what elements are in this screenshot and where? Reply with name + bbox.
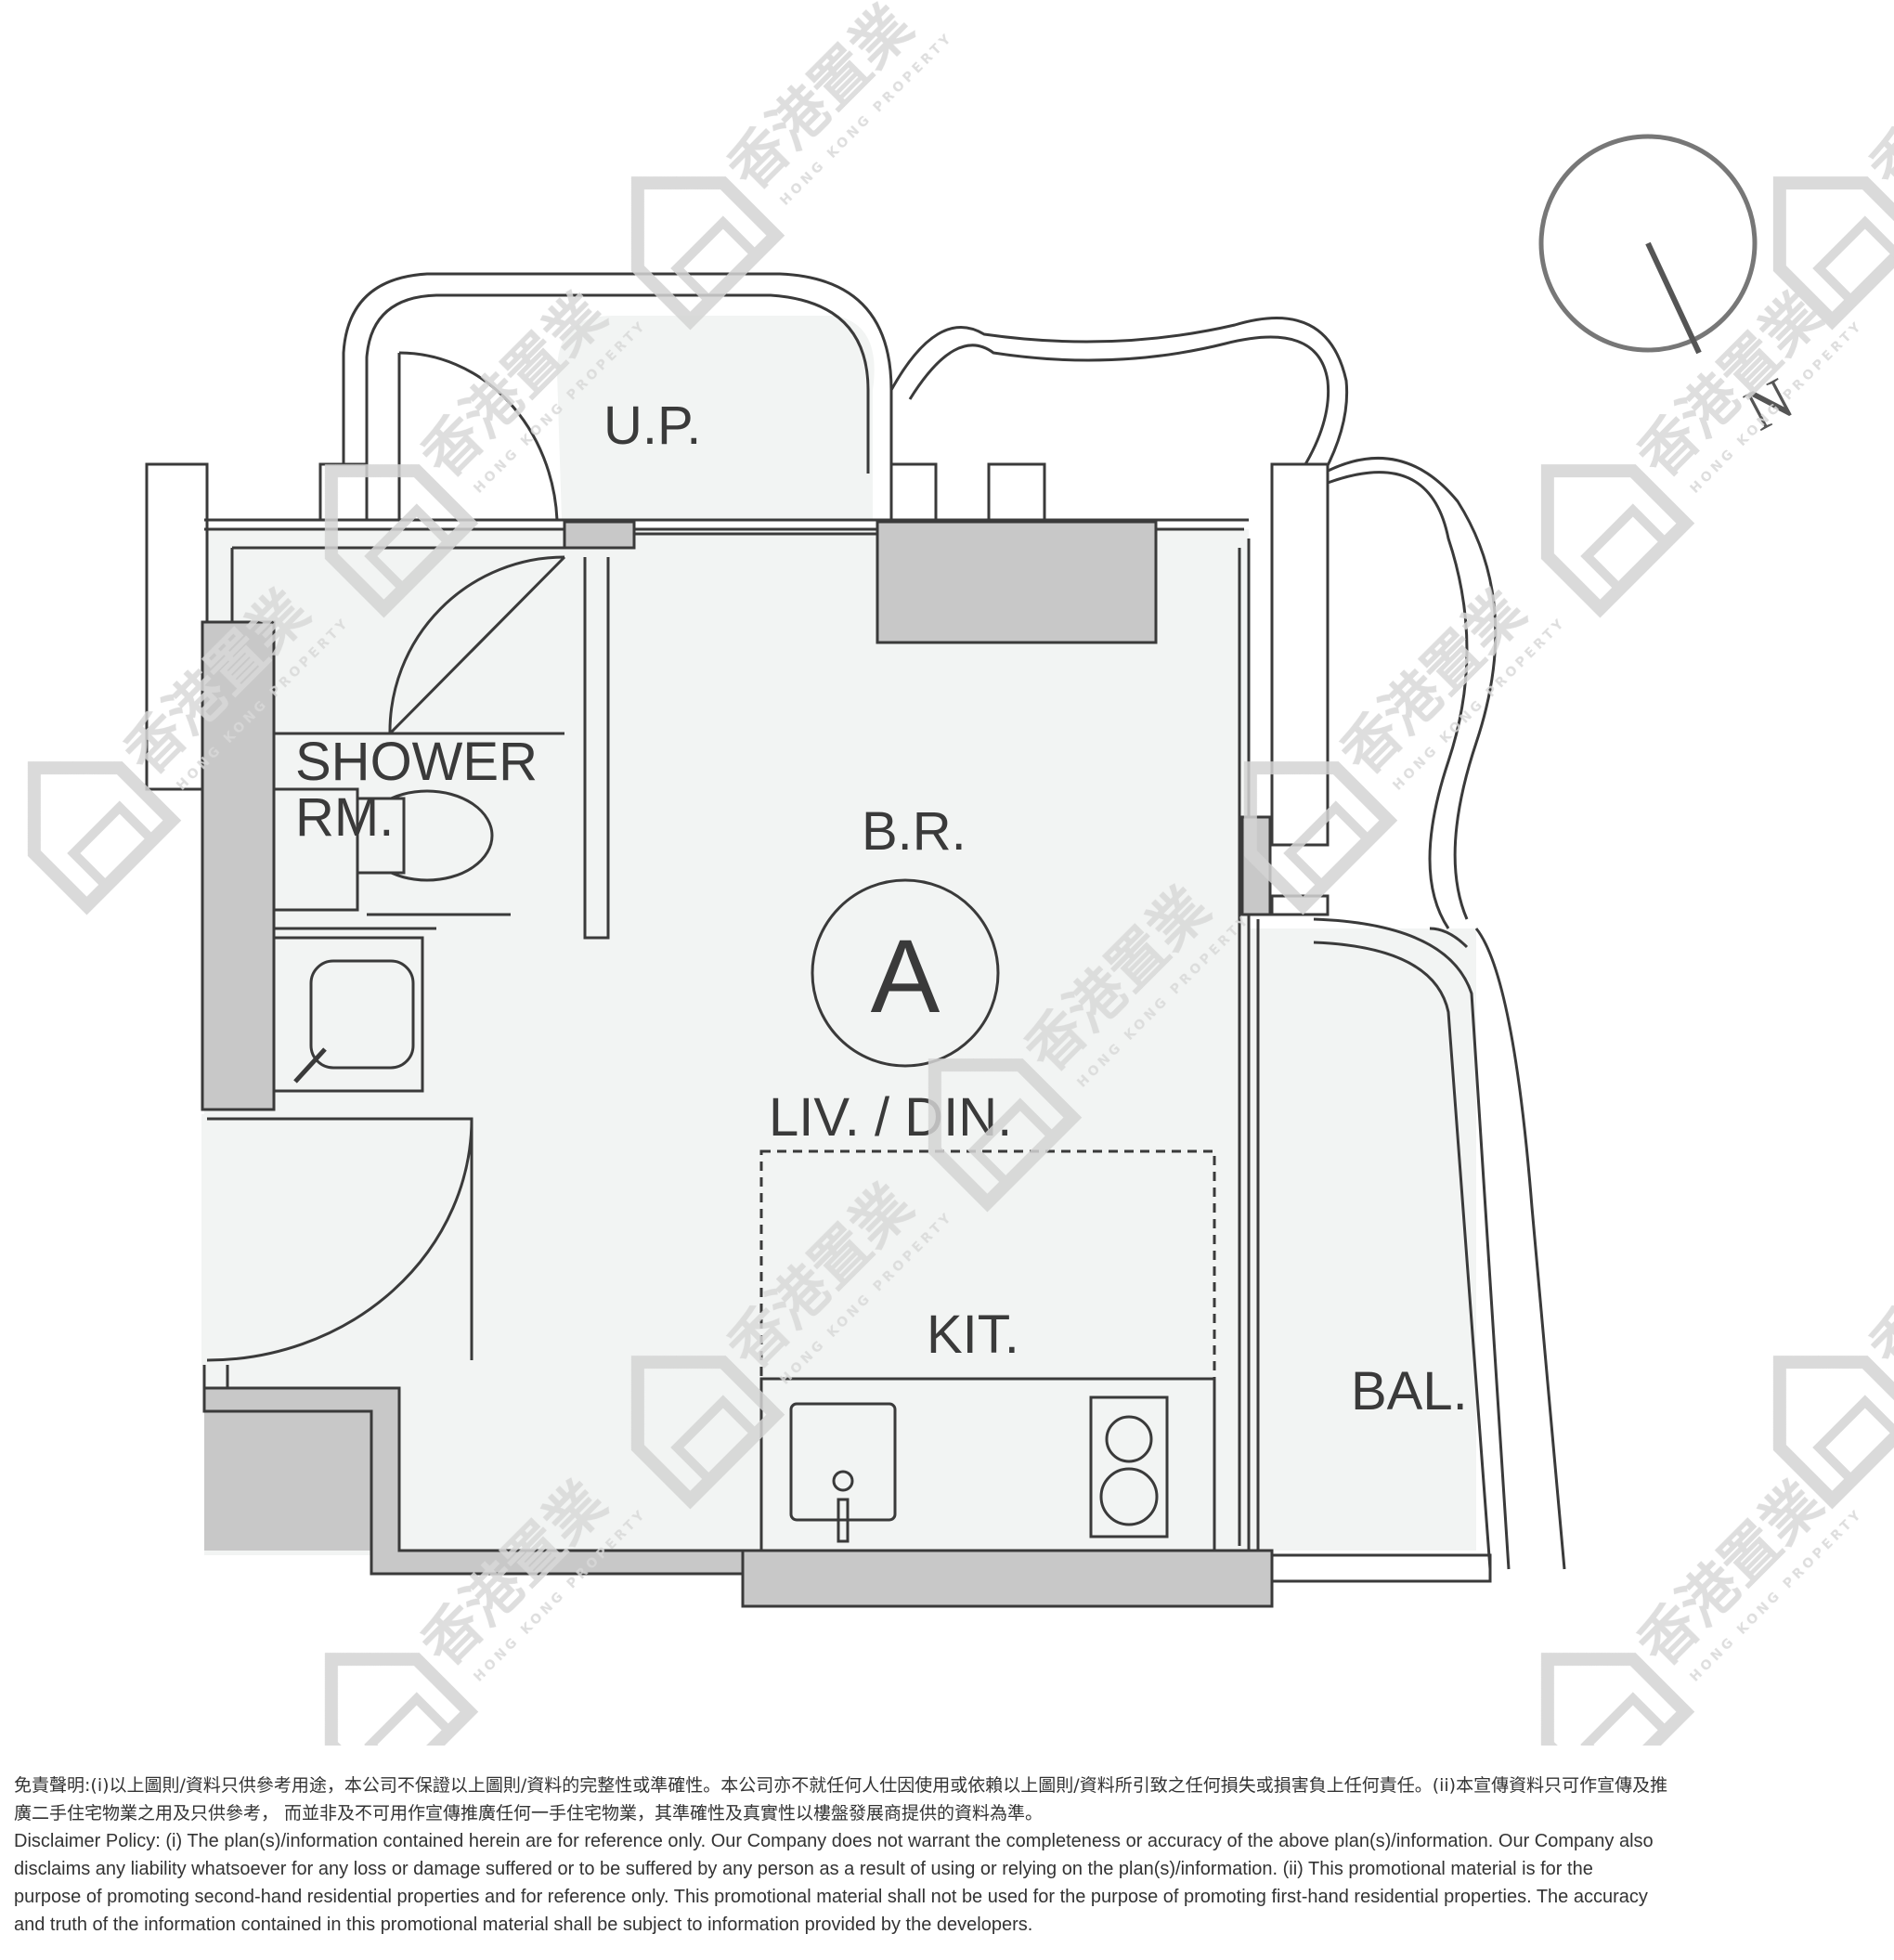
unit-label: A <box>871 918 941 1034</box>
north-arrow-icon: N <box>1538 134 1803 443</box>
balcony-railing <box>1313 917 1566 1570</box>
entrance-door <box>201 1114 474 1365</box>
disclaimer-zh-line2: 廣二手住宅物業之用及只供參考， 而並非及不可用作宣傳推廣任何一手住宅物業，其準確… <box>14 1803 1044 1824</box>
disclaimer: 免責聲明:(i)以上圖則/資料只供參考用途，本公司不保證以上圖則/資料的完整性或… <box>14 1772 1880 1939</box>
north-label: N <box>1734 365 1803 443</box>
label-shower-room-line2: RM. <box>295 787 394 848</box>
disclaimer-en-line2: disclaims any liability whatsoever for a… <box>14 1859 1593 1879</box>
floor-plan: A U.P. SHOWER RM. B.R. LIV. / DIN. KIT. … <box>145 134 1803 1608</box>
label-shower-room-line1: SHOWER <box>295 732 538 792</box>
label-balcony: BAL. <box>1351 1361 1468 1421</box>
label-kitchen: KIT. <box>927 1305 1019 1365</box>
label-bedroom: B.R. <box>862 801 966 862</box>
disclaimer-en-line4: and truth of the information contained i… <box>14 1915 1033 1935</box>
disclaimer-zh-line1: 免責聲明:(i)以上圖則/資料只供參考用途，本公司不保證以上圖則/資料的完整性或… <box>14 1775 1668 1796</box>
disclaimer-en-line3: purpose of promoting second-hand residen… <box>14 1887 1648 1907</box>
label-living-dining: LIV. / DIN. <box>769 1087 1012 1148</box>
label-utility-platform: U.P. <box>603 396 701 456</box>
disclaimer-en-line1: Disclaimer Policy: (i) The plan(s)/infor… <box>14 1831 1654 1851</box>
